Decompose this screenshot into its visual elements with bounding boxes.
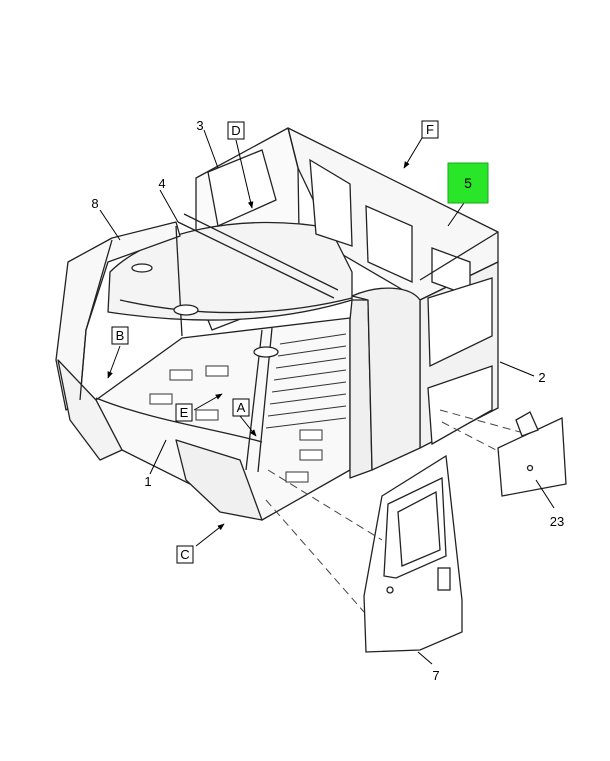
view-label-F: F [421, 120, 439, 139]
callout-3: 3 [196, 118, 203, 133]
callout-5-text: 5 [464, 175, 472, 191]
svg-text:F: F [426, 122, 434, 137]
svg-text:E: E [180, 405, 189, 420]
cab-windows [207, 149, 493, 446]
floor-ribs [149, 333, 347, 483]
view-label-B: B [111, 326, 129, 345]
view-arrows [107, 137, 423, 547]
view-label-D: D [227, 121, 245, 140]
view-label-C: C [176, 545, 194, 564]
callout-23: 23 [550, 514, 564, 529]
callout-5-highlight[interactable]: 5 [447, 162, 489, 204]
callout-2: 2 [538, 370, 545, 385]
svg-text:A: A [237, 400, 246, 415]
view-label-E: E [175, 403, 193, 422]
view-label-A: A [232, 398, 250, 417]
callout-1: 1 [144, 474, 151, 489]
callout-4: 4 [158, 176, 165, 191]
leader-lines [99, 129, 555, 665]
svg-text:C: C [180, 547, 189, 562]
callout-7: 7 [432, 668, 439, 683]
door-panel [363, 454, 463, 653]
svg-text:B: B [116, 328, 125, 343]
front-frame-details [79, 127, 499, 473]
side-cover-panel [497, 411, 567, 497]
callout-8: 8 [91, 196, 98, 211]
svg-text:D: D [231, 123, 240, 138]
assembly-lines [265, 409, 521, 613]
